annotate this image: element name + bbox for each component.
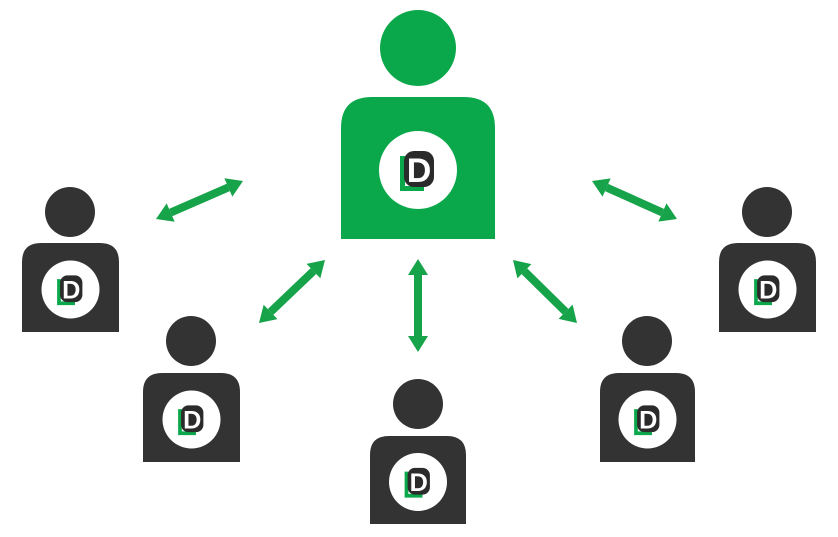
person-head: [622, 316, 672, 366]
bidirectional-arrow-icon: [408, 259, 428, 352]
peer-right-bottom-person-icon: D: [600, 316, 695, 462]
peer-left-top-person-icon: D: [22, 187, 119, 332]
center-person-icon: D: [341, 10, 495, 239]
logo-letter: D: [639, 406, 657, 434]
peer-right-top-person-icon: D: [719, 187, 816, 332]
person-head: [380, 10, 456, 86]
logo-badge-icon: D: [41, 260, 100, 319]
peer-left-bottom-person-icon: D: [143, 316, 240, 462]
person-head: [45, 187, 95, 237]
logo-badge-icon: D: [738, 260, 797, 319]
bidirectional-arrow-icon: [592, 178, 677, 222]
logo-letter: D: [759, 276, 777, 304]
logo-badge-icon: D: [618, 390, 677, 449]
logo-letter: D: [183, 406, 201, 434]
logo-letter: D: [410, 469, 428, 497]
person-head: [393, 379, 443, 429]
logo-letter: D: [407, 152, 432, 190]
person-head: [742, 187, 792, 237]
logo-badge-icon: D: [162, 390, 221, 449]
logo-badge-icon: D: [379, 131, 457, 209]
peer-bottom-person-icon: D: [370, 379, 466, 524]
logo-letter: D: [62, 276, 80, 304]
logo-badge-icon: D: [389, 453, 447, 511]
bidirectional-arrow-icon: [259, 260, 325, 323]
person-head: [166, 316, 216, 366]
bidirectional-arrow-icon: [156, 178, 243, 222]
bidirectional-arrow-icon: [513, 260, 577, 323]
